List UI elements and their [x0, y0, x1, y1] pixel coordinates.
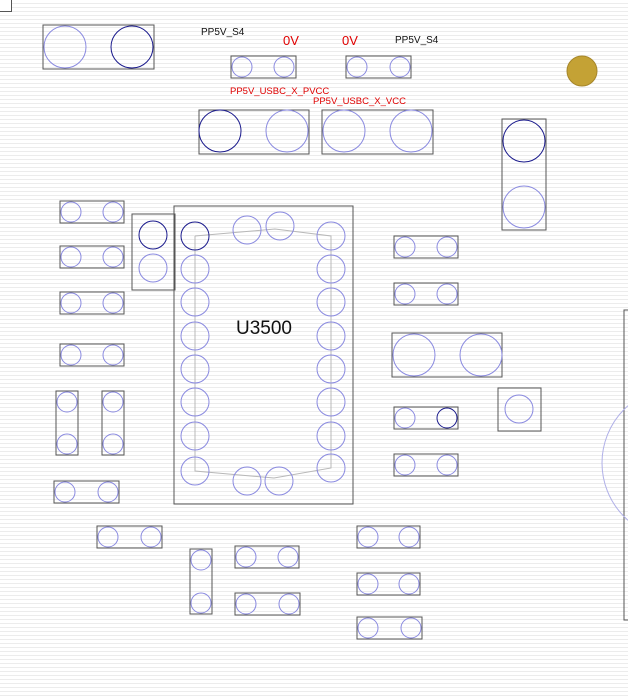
component-bottom-3[interactable]	[234, 592, 301, 616]
voltage-label: 0V	[342, 33, 358, 48]
net-label-pp5v-s4: PP5V_S4	[201, 27, 245, 38]
component-right-2[interactable]	[393, 282, 459, 306]
component-right-edge[interactable]	[601, 309, 628, 621]
net-label-pp5v-s4: PP5V_S4	[395, 35, 439, 46]
component-bottom-vertical[interactable]	[189, 548, 213, 615]
component-vertical-a[interactable]	[55, 390, 79, 456]
component-right-4[interactable]	[393, 453, 459, 477]
component-left-of-ic[interactable]	[131, 213, 176, 291]
component-bottom-6[interactable]	[356, 616, 423, 640]
component-bottom-1[interactable]	[96, 525, 163, 549]
component-vertical-b[interactable]	[101, 390, 125, 456]
corner-marker	[0, 0, 12, 12]
component-bottom-5[interactable]	[356, 572, 421, 596]
component-usbc-pvcc[interactable]	[198, 109, 310, 155]
net-label-usbc-pvcc: PP5V_USBC_X_PVCC	[230, 86, 330, 97]
component-left-4[interactable]	[59, 343, 125, 367]
ic-designator-label: U3500	[236, 318, 292, 339]
net-label-usbc-vcc: PP5V_USBC_X_VCC	[313, 96, 406, 107]
component-usbc-vcc[interactable]	[321, 109, 434, 155]
component-top-left[interactable]	[42, 24, 155, 70]
component-left-5[interactable]	[53, 480, 120, 504]
via-gold	[566, 55, 598, 87]
voltage-label: 0V	[283, 33, 299, 48]
component-top-left-small[interactable]	[230, 55, 297, 79]
component-left-2[interactable]	[59, 245, 125, 269]
ic-u3500[interactable]	[173, 205, 354, 505]
component-right-3[interactable]	[393, 406, 459, 430]
component-right-vertical[interactable]	[501, 118, 547, 231]
component-top-right-small[interactable]	[345, 55, 412, 79]
component-single-pad[interactable]	[497, 387, 542, 432]
component-right-large[interactable]	[391, 332, 503, 378]
component-bottom-2[interactable]	[234, 545, 300, 569]
component-left-1[interactable]	[59, 200, 125, 224]
component-left-3[interactable]	[59, 291, 125, 315]
component-bottom-4[interactable]	[356, 525, 421, 549]
component-right-1[interactable]	[393, 235, 459, 259]
